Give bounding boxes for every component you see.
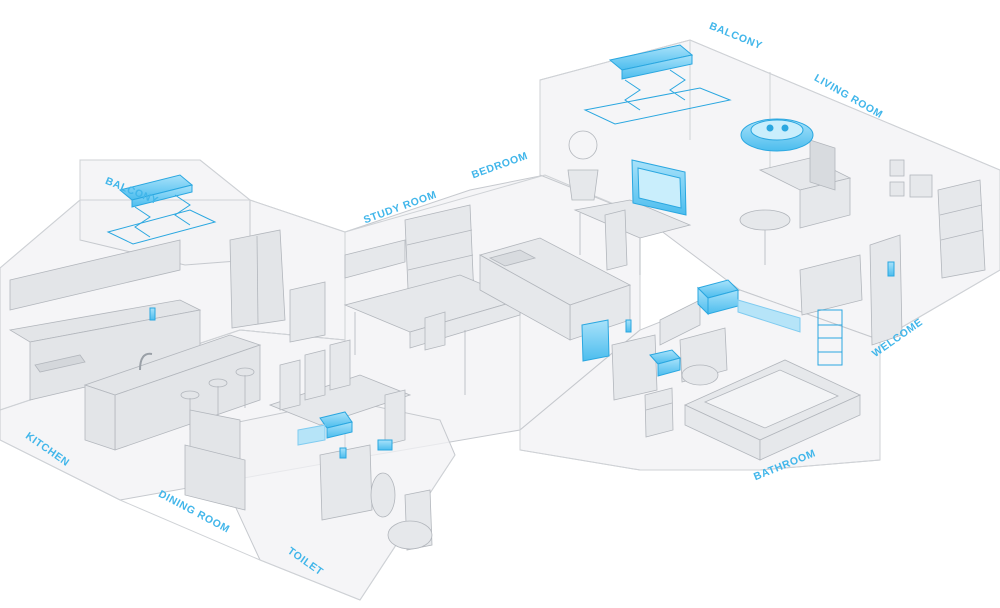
faucet-icon <box>149 307 632 333</box>
mirror-cabinet-icon <box>581 319 610 362</box>
bath-heater-icon <box>297 411 353 446</box>
smart-lock-icon <box>887 261 895 277</box>
air-flow <box>737 299 801 333</box>
mirror-cabinet-icon <box>377 439 393 451</box>
toilet-fixtures <box>319 444 433 551</box>
faucet-icon <box>339 447 347 459</box>
smart-mirror-icon <box>631 159 687 216</box>
bath-heater-icon <box>697 279 739 316</box>
towel-warmer-icon <box>817 309 843 366</box>
water-heater-icon <box>649 349 681 377</box>
kitchen-furniture <box>8 229 286 451</box>
bathroom-fixtures <box>611 299 861 461</box>
study-furniture <box>289 204 522 395</box>
smart-devices <box>106 44 895 459</box>
clothes-airer-icon <box>106 174 217 245</box>
living-furniture <box>567 130 986 346</box>
tv-cabinet <box>184 409 246 511</box>
ceiling-fan-icon <box>740 118 814 152</box>
clothes-airer-icon <box>583 44 732 125</box>
dining-set <box>268 339 412 446</box>
